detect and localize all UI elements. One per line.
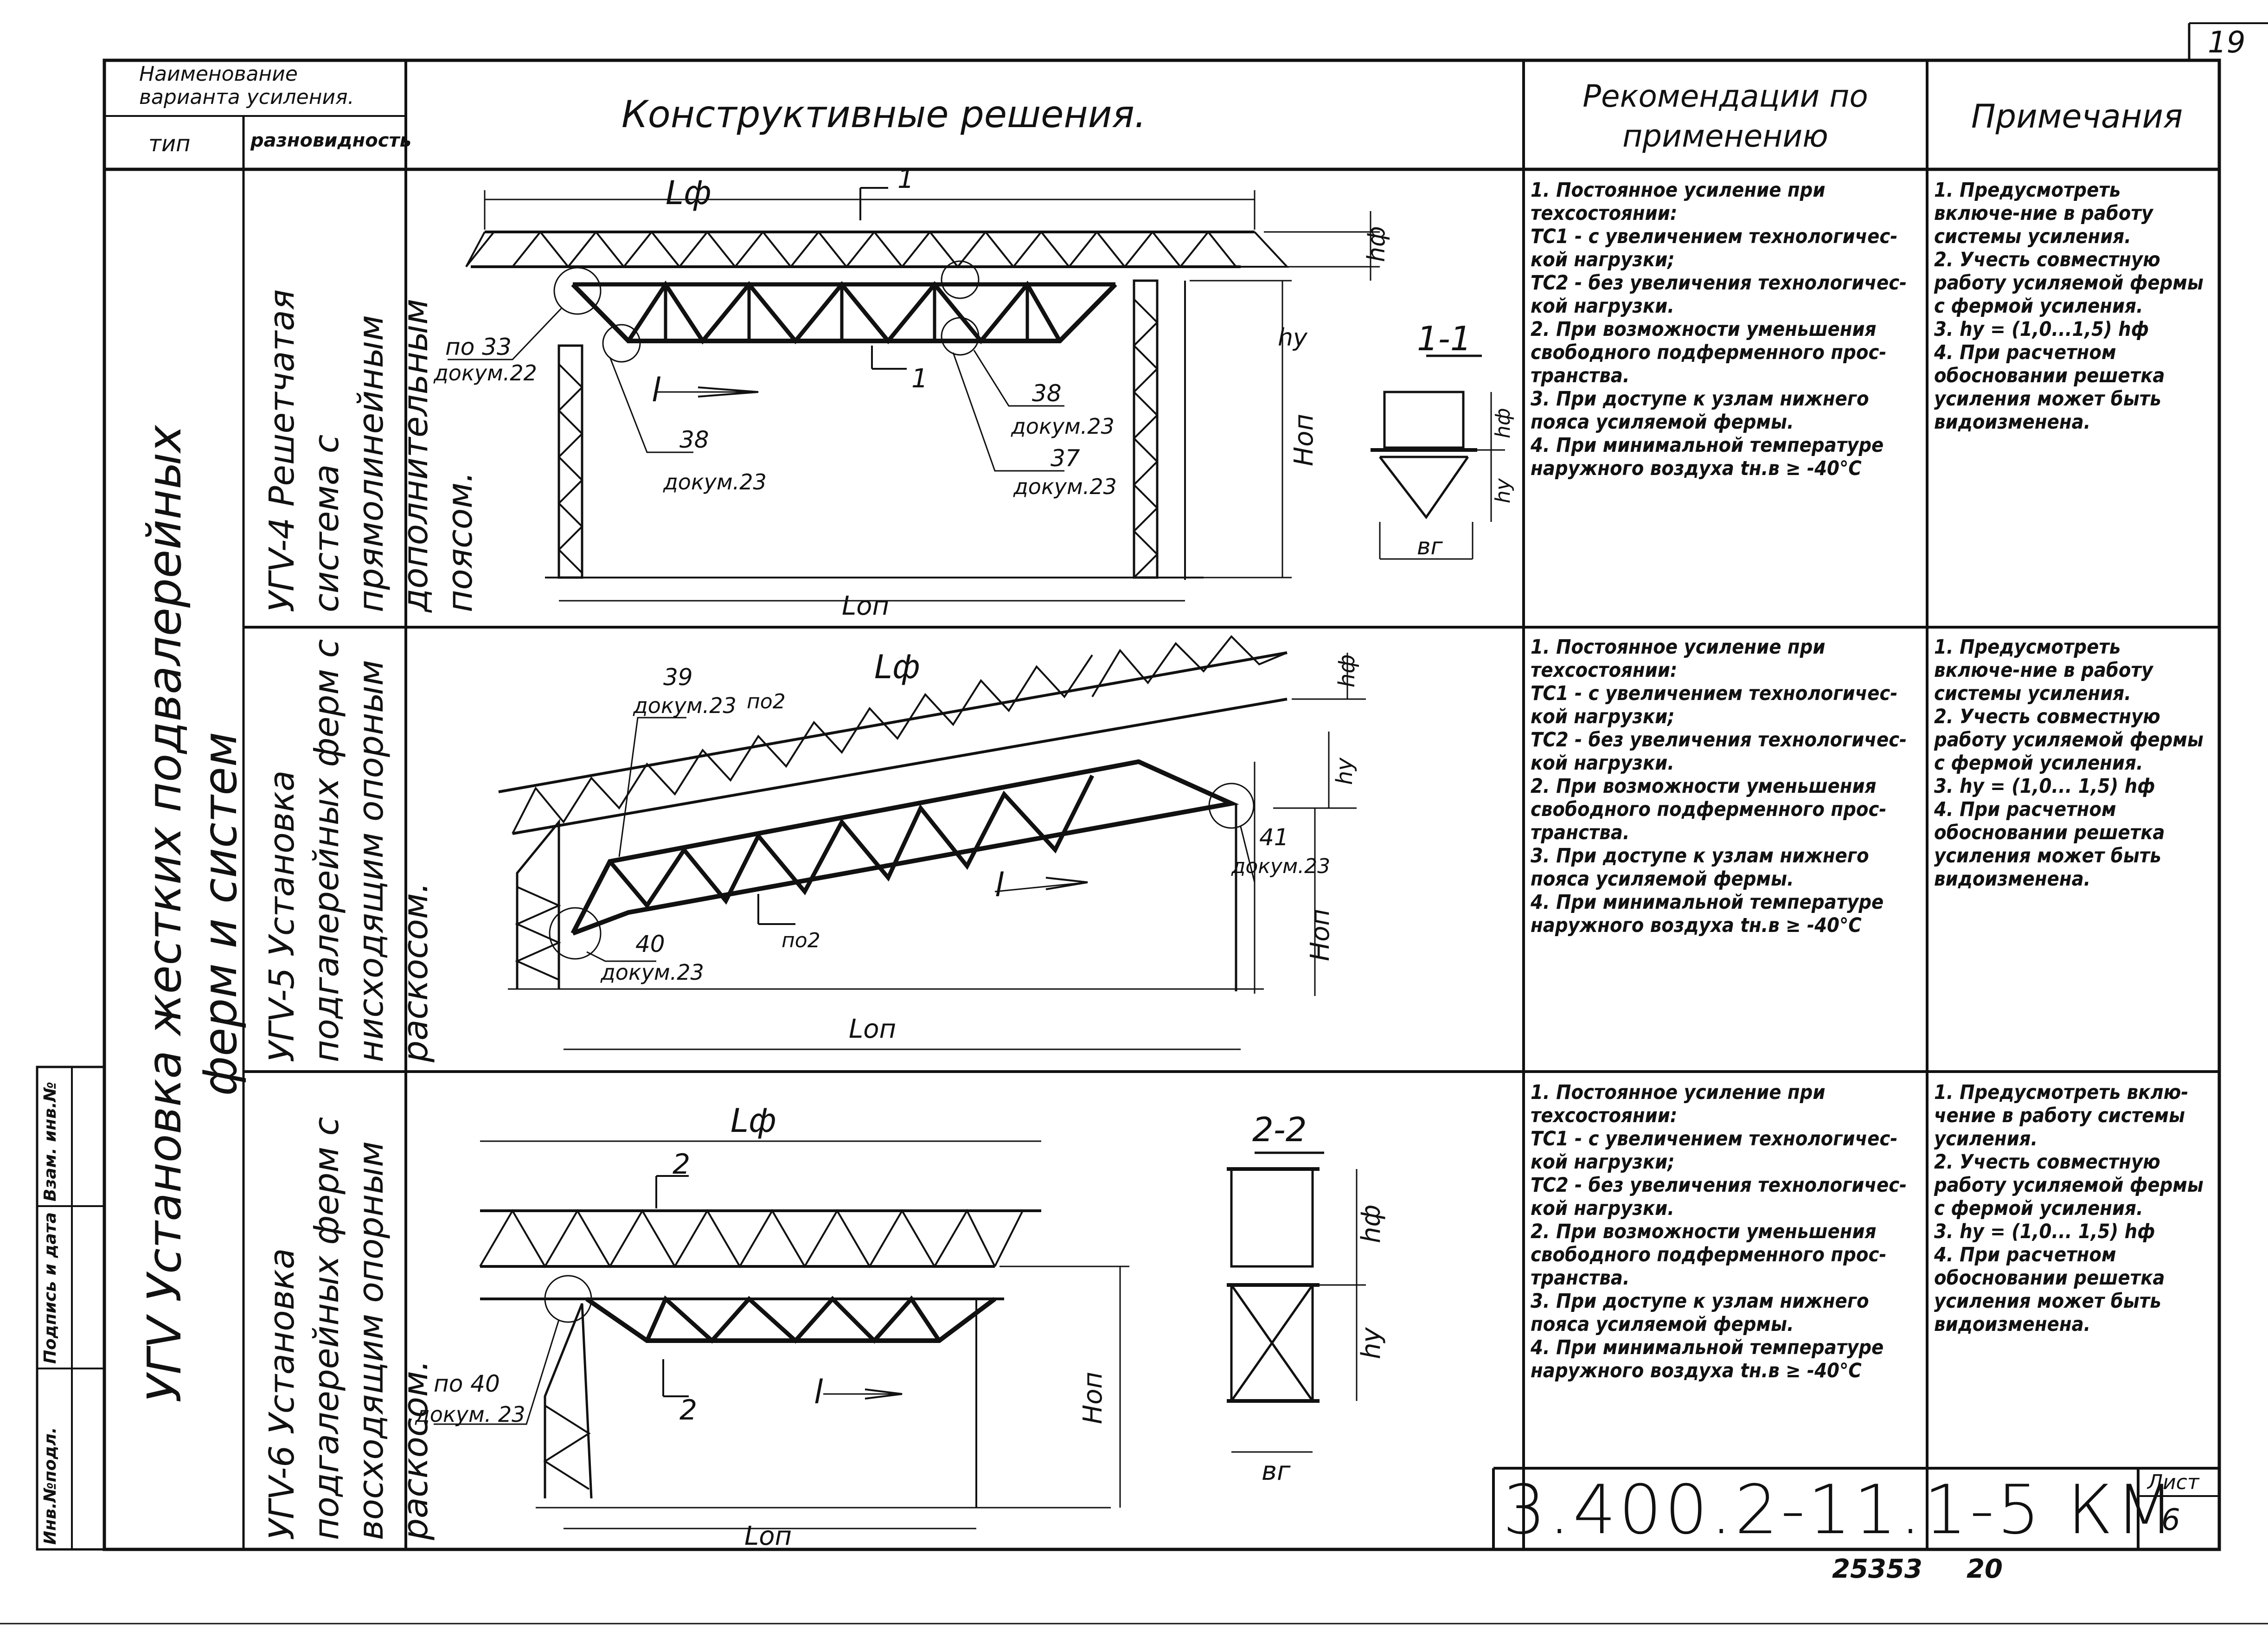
label-section-bottom: 1: [911, 364, 928, 394]
label-hop-2: Hоп: [1305, 909, 1335, 961]
ref-d-doc: докум.23: [1013, 474, 1117, 499]
label-hu-2: hу: [1332, 758, 1358, 785]
ref-b-doc: докум.23: [663, 469, 767, 495]
ref-a-doc: докум.22: [433, 360, 537, 385]
notes-ugv4: 1. Предусмотреть включе-ние в работу сис…: [1934, 179, 2204, 434]
label-hu: hу: [1278, 324, 1308, 352]
label-alpha: l: [652, 371, 661, 409]
label-bg-3: вг: [1262, 1456, 1291, 1486]
label-lf-3: Lф: [730, 1102, 776, 1140]
label-hu-section: hу: [1491, 478, 1515, 503]
ref-c-doc-2: докум.23: [600, 960, 704, 985]
drawing-ugv6: Lф 2 2 2-2 Lоп Hоп hф hу вг l по 40 доку…: [415, 1102, 1386, 1549]
header-type: тип: [148, 131, 191, 157]
ref-b-2: 41: [1259, 824, 1289, 851]
header-notes: Примечания: [1971, 97, 2183, 135]
header-constructive: Конструктивные решения.: [621, 93, 1147, 136]
sheet-value: 6: [2161, 1503, 2180, 1537]
ref-a: по 33: [445, 334, 512, 360]
label-section-top: 1: [897, 169, 914, 194]
label-lf: Lф: [666, 174, 711, 212]
label-section-3-top: 2: [673, 1148, 690, 1181]
ref-d: 37: [1051, 445, 1080, 472]
label-section-3-bottom: 2: [679, 1394, 697, 1426]
label-lf-2: Lф: [874, 648, 920, 686]
label-section-title: 1-1: [1417, 319, 1472, 358]
type-label: УГV Установка жестких подвалерейных ферм…: [137, 425, 247, 1403]
label-hf-section: hф: [1491, 408, 1515, 438]
recommendations-ugv5: 1. Постоянное усиление при техсостоянии:…: [1531, 636, 1907, 937]
label-hf-2: hф: [1334, 655, 1360, 687]
label-hf: hф: [1363, 226, 1390, 262]
stamp-inv-orig: Инв.№подл.: [41, 1427, 60, 1545]
ref-a-doc-2: докум.23: [633, 693, 737, 718]
ref-c-2: 40: [635, 931, 665, 957]
label-hop-3: Hоп: [1078, 1372, 1108, 1424]
ref-c: 38: [1032, 380, 1062, 407]
notes-ugv5: 1. Предусмотреть включе-ние в работу сис…: [1934, 636, 2204, 891]
recommendations-ugv4: 1. Постоянное усиление при техсостоянии:…: [1531, 179, 1907, 480]
header-variant-name: Наименование варианта усиления.: [139, 62, 354, 109]
ref-by-2: по2: [747, 690, 786, 713]
archive-number: 25353: [1832, 1554, 1922, 1584]
ref-a-2: 39: [663, 664, 693, 691]
label-hu-3: hу: [1356, 1327, 1386, 1359]
label-section-2: по2: [782, 929, 820, 952]
label-alpha-3: l: [814, 1373, 823, 1411]
ref-a-doc-3: докум. 23: [415, 1402, 525, 1427]
label-lop-3: Lоп: [744, 1521, 792, 1549]
ref-a-3: по 40: [434, 1370, 500, 1397]
header-recommendations: Рекомендации по применению: [1582, 78, 1868, 154]
label-alpha-2: l: [995, 866, 1004, 904]
label-lop-2: Lоп: [849, 1014, 896, 1044]
label-hf-3: hф: [1356, 1205, 1386, 1243]
document-code: 3.400.2-11.1-5 КМ: [1503, 1471, 2177, 1549]
header-subtype: разновидность: [250, 130, 411, 151]
sheet-number: 19: [2208, 26, 2246, 60]
stamp-sign-date: Подпись и дата: [41, 1212, 60, 1364]
label-hop: Hоп: [1289, 414, 1319, 466]
label-section-title-3: 2-2: [1252, 1110, 1307, 1149]
recommendations-ugv6: 1. Постоянное усиление при техсостоянии:…: [1531, 1081, 1907, 1382]
drawing-ugv4: Lф 1 1 1-1 Lоп Hоп hф hу hф hу вг l по 3…: [433, 169, 1515, 621]
drawing-ugv5: Lф Lоп Hоп hф hу l 39 докум.23 по2 41 до…: [498, 635, 1366, 1050]
ref-b-doc-2: докум.23: [1231, 854, 1330, 878]
stamp-instead-inv: Взам. инв.№: [41, 1081, 60, 1201]
ref-c-doc: докум.23: [1011, 414, 1115, 439]
notes-ugv6: 1. Предусмотреть вклю-чение в работу сис…: [1934, 1081, 2204, 1336]
page-number: 20: [1967, 1554, 2003, 1584]
ref-b: 38: [679, 426, 709, 453]
label-bg: вг: [1417, 533, 1443, 560]
label-lop: Lоп: [842, 591, 889, 621]
sheet-label: Лист: [2147, 1471, 2199, 1494]
